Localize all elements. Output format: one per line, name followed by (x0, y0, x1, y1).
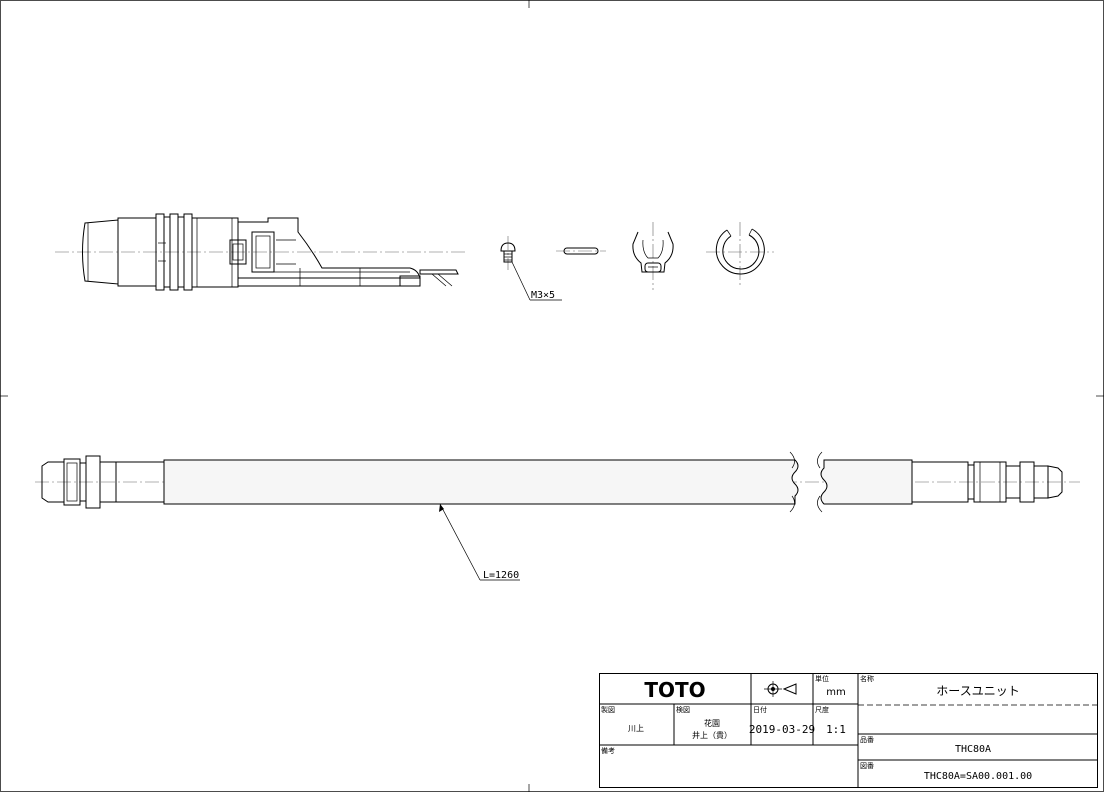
drawing-no-label: 図番 (860, 762, 874, 770)
drawn-by: 川上 (628, 724, 644, 733)
clip-side-view (632, 222, 674, 290)
name-label: 名称 (860, 674, 874, 683)
brand-logo: TOTO (644, 678, 705, 702)
unit-value: mm (826, 687, 845, 698)
part-name: ホースユニット (936, 684, 1019, 698)
connector-side-view (55, 213, 465, 291)
drawn-label: 製図 (601, 705, 615, 714)
third-angle-projection-icon (764, 681, 797, 697)
c-ring-part (706, 222, 774, 288)
part-no: THC80A (955, 744, 991, 755)
hose-assembly (35, 451, 1080, 581)
scale-label: 尺度 (815, 705, 829, 714)
drawing-no: THC80A=SA00.001.00 (924, 771, 1032, 782)
length-callout: L=1260 (483, 570, 519, 581)
screw-callout: M3×5 (531, 290, 555, 301)
pin-part (556, 247, 606, 255)
date-value: 2019-03-29 (749, 723, 815, 736)
screw-m3x5 (500, 236, 562, 301)
title-block (599, 673, 1098, 788)
checked-label: 検図 (676, 705, 690, 714)
remarks-label: 備考 (601, 746, 615, 755)
date-label: 日付 (753, 705, 767, 714)
unit-label: 単位 (815, 674, 829, 683)
scale-value: 1:1 (826, 723, 846, 736)
checked-by-2: 井上（貴） (692, 730, 732, 740)
length-leader (439, 503, 481, 581)
checked-by-1: 花園 (704, 718, 720, 728)
part-no-label: 品番 (860, 736, 874, 744)
